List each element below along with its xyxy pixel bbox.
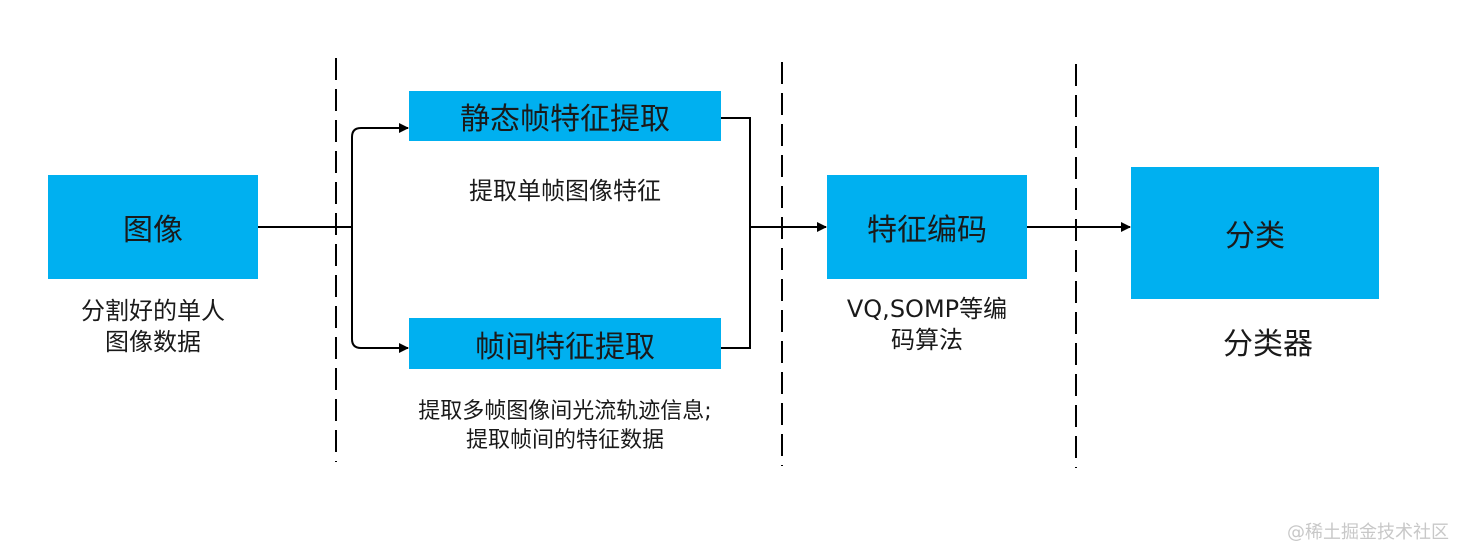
caption-interframe-feature-line-2: 提取帧间的特征数据: [465, 427, 664, 453]
node-image-label: 图像: [123, 213, 183, 248]
caption-classification: 分类器: [1158, 325, 1378, 364]
caption-image-line-1: 分割好的单人: [81, 297, 225, 325]
caption-image-line-2: 图像数据: [105, 328, 201, 357]
node-classification: 分类: [1131, 167, 1379, 299]
node-interframe-feature: 帧间特征提取: [409, 318, 721, 369]
watermark: @稀土掘金技术社区: [1287, 522, 1449, 543]
caption-classification-line-1: 分类器: [1223, 327, 1313, 362]
node-static-feature-label: 静态帧特征提取: [460, 102, 670, 137]
node-image: 图像: [48, 175, 258, 279]
caption-feature-encoding-line-2: 码算法: [891, 326, 963, 355]
node-feature-encoding-label: 特征编码: [867, 213, 987, 248]
node-classification-label: 分类: [1225, 219, 1285, 254]
connector-static-out: [721, 117, 751, 228]
caption-interframe-feature-line-1: 提取多帧图像间光流轨迹信息;: [418, 399, 712, 424]
caption-feature-encoding: VQ,SOMP等编 码算法: [827, 294, 1027, 356]
caption-static-feature: 提取单帧图像特征: [409, 176, 721, 207]
caption-interframe-feature: 提取多帧图像间光流轨迹信息; 提取帧间的特征数据: [380, 398, 750, 455]
node-static-feature: 静态帧特征提取: [409, 91, 721, 141]
node-feature-encoding: 特征编码: [827, 175, 1027, 279]
node-interframe-feature-label: 帧间特征提取: [475, 329, 655, 365]
connector-interframe-out: [721, 226, 751, 349]
connector-split-vertical: [351, 127, 362, 349]
caption-static-feature-line-1: 提取单帧图像特征: [469, 177, 661, 205]
caption-feature-encoding-line-1: VQ,SOMP等编: [846, 295, 1008, 323]
caption-image: 分割好的单人 图像数据: [48, 296, 258, 358]
